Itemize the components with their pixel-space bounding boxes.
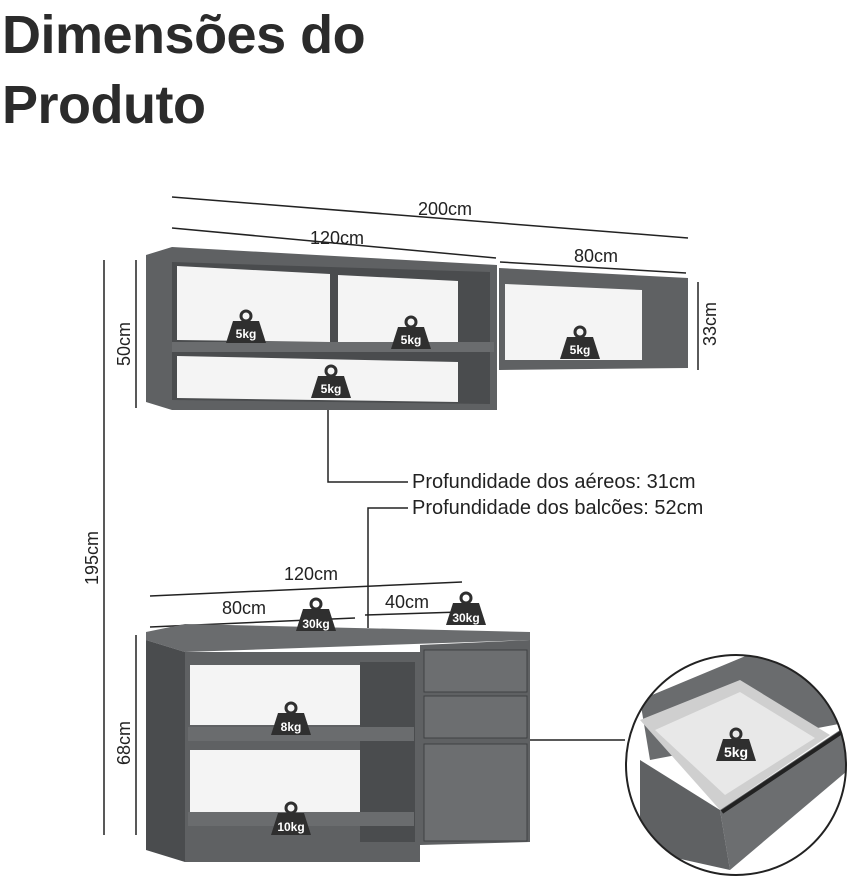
lower-left-width: 80cm bbox=[222, 598, 266, 618]
lower-height: 68cm bbox=[114, 721, 134, 765]
upper-load-3: 5kg bbox=[570, 343, 591, 357]
title-line-1: Dimensões do bbox=[2, 5, 366, 65]
drawer-load: 5kg bbox=[724, 744, 748, 760]
page-title: Dimensões do Produto bbox=[2, 0, 366, 140]
upper-left-width: 120cm bbox=[310, 228, 364, 248]
upper-load-2: 5kg bbox=[401, 333, 422, 347]
lower-cabinet bbox=[146, 624, 530, 862]
upper-right-height: 33cm bbox=[700, 302, 720, 346]
drawer-detail bbox=[626, 655, 846, 875]
upper-left-height: 50cm bbox=[114, 322, 134, 366]
drawer-detail-border bbox=[625, 654, 847, 876]
upper-total-width: 200cm bbox=[418, 199, 472, 219]
upper-depth-note: Profundidade dos aéreos: 31cm bbox=[412, 471, 696, 493]
title-line-2: Produto bbox=[2, 75, 206, 135]
upper-right-cabinet bbox=[499, 268, 688, 370]
shelf-load-2: 10kg bbox=[277, 820, 304, 834]
upper-right-width: 80cm bbox=[574, 246, 618, 266]
lower-total-width: 120cm bbox=[284, 564, 338, 584]
shelf-load-1: 8kg bbox=[281, 720, 302, 734]
upper-dimension-lines bbox=[103, 196, 699, 835]
upper-load-4: 5kg bbox=[321, 382, 342, 396]
top-load-1: 30kg bbox=[302, 617, 329, 631]
upper-load-1: 5kg bbox=[236, 327, 257, 341]
upper-left-cabinet bbox=[146, 247, 497, 410]
total-height: 195cm bbox=[82, 531, 102, 585]
lower-depth-note: Profundidade dos balcões: 52cm bbox=[412, 497, 703, 519]
top-load-2: 30kg bbox=[452, 611, 479, 625]
lower-right-width: 40cm bbox=[385, 592, 429, 612]
